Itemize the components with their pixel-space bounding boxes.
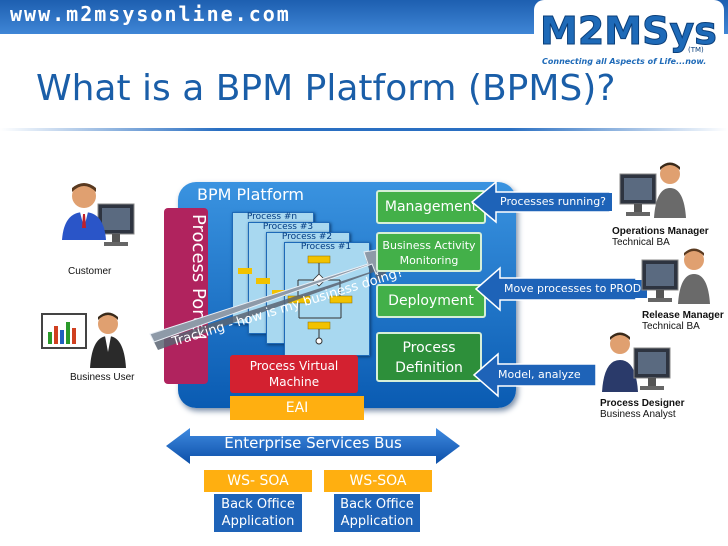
back-office-2-line-2: Application: [340, 514, 414, 529]
operations-manager-title: Operations Manager: [612, 226, 709, 237]
back-office-app-2: Back Office Application: [334, 494, 420, 532]
process-portal-bar: [164, 208, 208, 384]
move-to-prod-callout: Move processes to PROD: [498, 280, 648, 298]
customer-label: Customer: [68, 266, 112, 277]
logo-tagline: Connecting all Aspects of Life...now.: [542, 57, 706, 66]
bam-module: Business Activity Monitoring: [376, 232, 482, 272]
esb-label: Enterprise Services Bus: [224, 434, 402, 452]
process-card-label: Process #1: [300, 242, 352, 252]
operations-manager-label: Operations Manager Technical BA: [612, 226, 709, 248]
back-office-2-line-1: Back Office: [340, 497, 414, 512]
m2msys-logo: M2MSys (TM) Connecting all Aspects of Li…: [520, 0, 728, 70]
deployment-module: Deployment: [376, 284, 486, 318]
release-manager-label: Release Manager Technical BA: [642, 310, 724, 332]
bam-line-2: Monitoring: [399, 254, 459, 267]
process-designer-title: Process Designer: [600, 398, 685, 409]
release-manager-person-icon: [641, 248, 710, 304]
logo-wordmark: M2MSys: [540, 9, 717, 53]
operations-manager-subtitle: Technical BA: [612, 237, 670, 248]
release-manager-title: Release Manager: [642, 310, 724, 321]
virtual-line-1: Process Virtual: [249, 359, 339, 373]
management-module: Management: [376, 190, 486, 224]
enterprise-services-bus-arrow: [166, 428, 460, 464]
virtual-line-2: Machine: [268, 375, 320, 389]
eai-block: EAI: [230, 396, 364, 420]
process-step-marker: [238, 268, 252, 274]
process-card-label: Process #n: [246, 212, 298, 222]
platform-title: BPM Platform: [197, 185, 304, 204]
back-office-1-line-2: Application: [221, 514, 295, 529]
definition-line-2: Definition: [395, 360, 463, 376]
process-card-label: Process #3: [262, 222, 314, 232]
business-user-person-icon: [41, 312, 126, 368]
release-manager-subtitle: Technical BA: [642, 321, 700, 332]
page-title: What is a BPM Platform (BPMS)?: [36, 68, 616, 109]
logo-trademark: (TM): [688, 46, 704, 54]
model-analyze-callout: Model, analyze: [492, 366, 587, 384]
process-card-label: Process #2: [281, 232, 333, 242]
process-designer-subtitle: Business Analyst: [600, 409, 676, 420]
process-definition-module: Process Definition: [376, 332, 482, 382]
title-divider: [0, 128, 728, 131]
operations-manager-person-icon: [619, 162, 686, 218]
process-virtual-machine: Process Virtual Machine: [230, 355, 358, 393]
site-url[interactable]: www.m2msysonline.com: [10, 2, 291, 26]
definition-line-1: Process: [402, 340, 456, 356]
process-step-marker: [256, 278, 270, 284]
back-office-1-line-1: Back Office: [221, 497, 295, 512]
process-portal-label: Process Portal: [188, 214, 209, 340]
ws-soa-block-2: WS-SOA: [324, 470, 432, 492]
ws-soa-block-1: WS- SOA: [204, 470, 312, 492]
processes-running-callout: Processes running?: [494, 193, 613, 211]
customer-person-icon: [62, 183, 135, 246]
process-designer-person-icon: [602, 332, 671, 392]
back-office-app-1: Back Office Application: [214, 494, 302, 532]
business-user-label: Business User: [70, 372, 135, 383]
process-designer-label: Process Designer Business Analyst: [600, 398, 685, 420]
bam-line-1: Business Activity: [382, 239, 476, 252]
